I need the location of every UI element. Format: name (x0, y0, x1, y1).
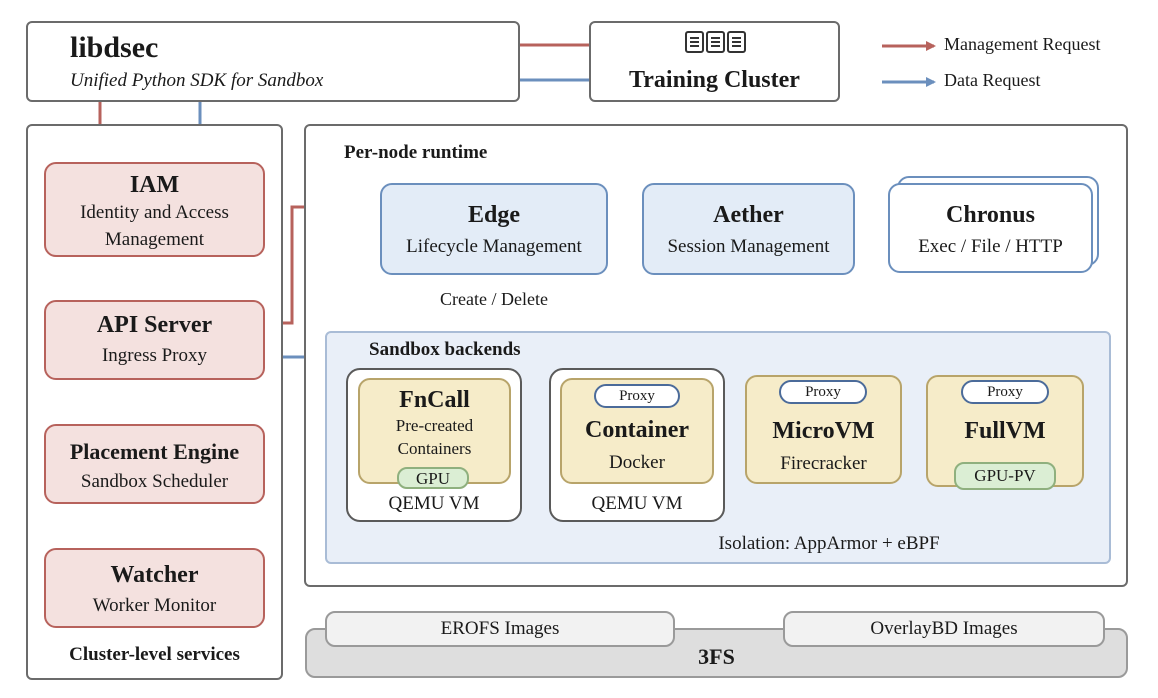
fullvm-proxy: Proxy (961, 380, 1049, 404)
legend-data-label: Data Request (944, 70, 1041, 90)
chronus-sub: Exec / File / HTTP (918, 236, 1063, 257)
erofs-images: EROFS Images (325, 611, 675, 647)
fncall-line1: Pre-created (395, 416, 474, 435)
placement-engine-title: Placement Engine (69, 439, 240, 464)
container-title: Container (585, 417, 689, 443)
fncall-host-label: QEMU VM (388, 493, 480, 514)
edge-box: Edge Lifecycle Management (380, 183, 608, 275)
cluster-services-label: Cluster-level services (69, 644, 240, 665)
microvm-sub: Firecracker (780, 453, 867, 474)
sandbox-backends-label: Sandbox backends (369, 339, 521, 360)
edge-title: Edge (467, 202, 520, 228)
isolation-label: Isolation: AppArmor + eBPF (718, 533, 940, 554)
iam-line1: Identity and Access (80, 202, 229, 223)
fncall-line2: Containers (397, 439, 472, 458)
aether-box: Aether Session Management (642, 183, 855, 275)
watcher-sub: Worker Monitor (92, 595, 217, 616)
legend-mgmt-label: Management Request (944, 34, 1101, 54)
overlaybd-images: OverlayBD Images (783, 611, 1105, 647)
storage-fs-label: 3FS (698, 644, 735, 669)
fullvm-gpu-badge: GPU-PV (954, 462, 1056, 490)
iam-title: IAM (129, 172, 180, 198)
watcher-title: Watcher (110, 562, 199, 588)
api-server-sub: Ingress Proxy (101, 345, 208, 366)
libdsec-title: libdsec (70, 31, 159, 64)
chronus-title: Chronus (946, 202, 1035, 228)
create-delete-label: Create / Delete (440, 289, 548, 309)
libdsec-box: libdsec Unified Python SDK for Sandbox (26, 21, 520, 102)
aether-sub: Session Management (667, 236, 830, 257)
container-proxy: Proxy (594, 384, 680, 408)
edge-sub: Lifecycle Management (406, 236, 582, 257)
fncall-gpu-badge: GPU (397, 467, 469, 489)
fncall-box: FnCall Pre-created Containers (358, 378, 511, 484)
training-cluster-box: Training Cluster (589, 21, 840, 102)
fullvm-title: FullVM (964, 418, 1046, 444)
chronus-box: Chronus Exec / File / HTTP (888, 183, 1093, 273)
microvm-title: MicroVM (772, 418, 875, 444)
watcher-box: Watcher Worker Monitor (44, 548, 265, 628)
api-server-title: API Server (96, 312, 213, 338)
microvm-proxy: Proxy (779, 380, 867, 404)
training-cluster-label: Training Cluster (629, 67, 800, 93)
container-host-label: QEMU VM (591, 493, 683, 514)
iam-line2: Management (104, 229, 205, 250)
runtime-label: Per-node runtime (344, 142, 488, 163)
placement-engine-sub: Sandbox Scheduler (80, 471, 229, 492)
iam-box: IAM Identity and Access Management (44, 162, 265, 257)
libdsec-subtitle: Unified Python SDK for Sandbox (70, 70, 324, 91)
api-server-box: API Server Ingress Proxy (44, 300, 265, 380)
container-sub: Docker (609, 452, 665, 473)
placement-engine-box: Placement Engine Sandbox Scheduler (44, 424, 265, 504)
fncall-title: FnCall (399, 387, 470, 413)
server-rack-icon (685, 31, 747, 53)
aether-title: Aether (713, 202, 784, 228)
